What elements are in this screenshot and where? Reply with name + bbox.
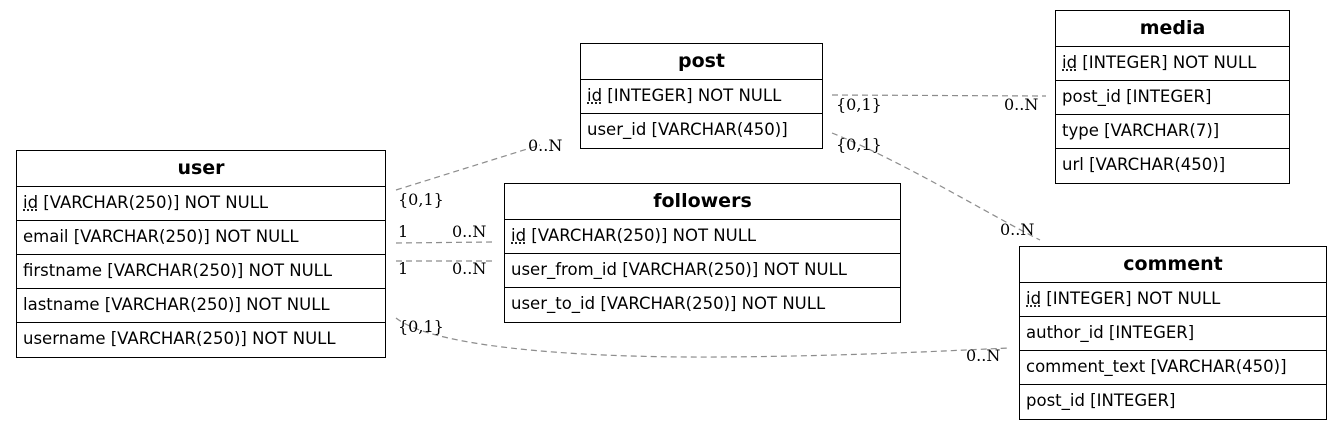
card-user-comment-to: 0..N <box>966 346 1001 365</box>
entity-user[interactable]: user id [VARCHAR(250)] NOT NULL email [V… <box>16 150 386 358</box>
column-row: id [INTEGER] NOT NULL <box>1056 47 1289 81</box>
column-row: post_id [INTEGER] <box>1056 81 1289 115</box>
primary-key: id <box>1062 53 1078 72</box>
entity-title: comment <box>1020 247 1326 283</box>
primary-key: id <box>1026 289 1042 308</box>
column-row: id [INTEGER] NOT NULL <box>1020 283 1326 317</box>
edge-user-comment <box>395 317 1011 358</box>
card-post-media-to: 0..N <box>1004 95 1039 114</box>
column-row: id [INTEGER] NOT NULL <box>581 80 822 114</box>
entity-comment[interactable]: comment id [INTEGER] NOT NULL author_id … <box>1019 246 1327 420</box>
column-row: firstname [VARCHAR(250)] NOT NULL <box>17 255 385 289</box>
entity-title: followers <box>505 184 900 220</box>
entity-post[interactable]: post id [INTEGER] NOT NULL user_id [VARC… <box>580 43 823 149</box>
card-user-post-to: 0..N <box>528 136 563 155</box>
column-row: comment_text [VARCHAR(450)] <box>1020 351 1326 385</box>
column-row: type [VARCHAR(7)] <box>1056 115 1289 149</box>
edge-user-post <box>395 144 541 191</box>
column-definition: [INTEGER] NOT NULL <box>602 86 782 105</box>
column-definition: post_id [INTEGER] <box>1062 87 1212 106</box>
card-user-followers-1-to: 0..N <box>452 222 487 241</box>
entity-title: user <box>17 151 385 187</box>
edge-user-followers-1 <box>395 241 495 244</box>
column-definition: user_id [VARCHAR(450)] <box>587 120 788 139</box>
column-row: user_to_id [VARCHAR(250)] NOT NULL <box>505 288 900 322</box>
card-post-comment-from: {0,1} <box>836 135 882 154</box>
column-row: email [VARCHAR(250)] NOT NULL <box>17 221 385 255</box>
column-definition: [INTEGER] NOT NULL <box>1041 289 1221 308</box>
column-definition: url [VARCHAR(450)] <box>1062 155 1226 174</box>
entity-media[interactable]: media id [INTEGER] NOT NULL post_id [INT… <box>1055 10 1290 184</box>
column-row: post_id [INTEGER] <box>1020 385 1326 419</box>
card-post-media-from: {0,1} <box>836 95 882 114</box>
card-post-comment-to: 0..N <box>1000 220 1035 239</box>
column-definition: lastname [VARCHAR(250)] NOT NULL <box>23 295 330 314</box>
column-definition: type [VARCHAR(7)] <box>1062 121 1220 140</box>
column-definition: firstname [VARCHAR(250)] NOT NULL <box>23 261 333 280</box>
card-user-followers-2-to: 0..N <box>452 259 487 278</box>
card-user-comment-from: {0,1} <box>398 317 444 336</box>
column-definition: user_to_id [VARCHAR(250)] NOT NULL <box>511 294 826 313</box>
column-definition: comment_text [VARCHAR(450)] <box>1026 357 1287 376</box>
column-row: lastname [VARCHAR(250)] NOT NULL <box>17 289 385 323</box>
entity-title: media <box>1056 11 1289 47</box>
primary-key: id <box>587 86 603 105</box>
column-definition: author_id [INTEGER] <box>1026 323 1195 342</box>
column-definition: post_id [INTEGER] <box>1026 391 1176 410</box>
column-definition: user_from_id [VARCHAR(250)] NOT NULL <box>511 260 847 279</box>
edge-post-comment <box>831 132 1041 241</box>
primary-key: id <box>511 226 527 245</box>
column-definition: [INTEGER] NOT NULL <box>1077 53 1257 72</box>
column-row: user_from_id [VARCHAR(250)] NOT NULL <box>505 254 900 288</box>
column-row: id [VARCHAR(250)] NOT NULL <box>505 220 900 254</box>
column-definition: username [VARCHAR(250)] NOT NULL <box>23 329 336 348</box>
card-user-post-from: {0,1} <box>398 190 444 209</box>
column-row: url [VARCHAR(450)] <box>1056 149 1289 183</box>
entity-followers[interactable]: followers id [VARCHAR(250)] NOT NULL use… <box>504 183 901 323</box>
primary-key: id <box>23 193 39 212</box>
edge-post-media <box>831 94 1047 97</box>
column-row: id [VARCHAR(250)] NOT NULL <box>17 187 385 221</box>
column-row: username [VARCHAR(250)] NOT NULL <box>17 323 385 357</box>
column-definition: [VARCHAR(250)] NOT NULL <box>38 193 269 212</box>
column-row: author_id [INTEGER] <box>1020 317 1326 351</box>
card-user-followers-1-from: 1 <box>398 222 409 241</box>
entity-title: post <box>581 44 822 80</box>
column-definition: email [VARCHAR(250)] NOT NULL <box>23 227 299 246</box>
column-definition: [VARCHAR(250)] NOT NULL <box>526 226 757 245</box>
column-row: user_id [VARCHAR(450)] <box>581 114 822 148</box>
card-user-followers-2-from: 1 <box>398 259 409 278</box>
